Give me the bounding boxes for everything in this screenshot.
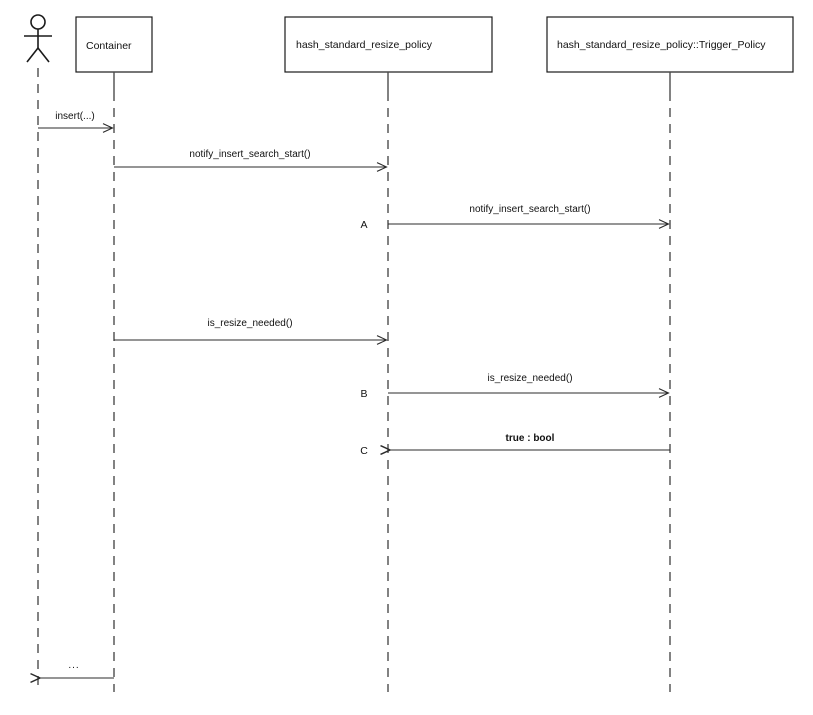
lifelines (37, 68, 671, 692)
participant-label-resize-policy: hash_standard_resize_policy (296, 39, 433, 51)
participant-box-container[interactable] (75, 16, 153, 73)
participant-trigger-policy[interactable]: hash_standard_resize_policy::Trigger_Pol… (546, 16, 794, 73)
actor-leg-right (37, 47, 50, 63)
message-is-resize-needed-1[interactable]: is_resize_needed() (114, 318, 388, 345)
message-insert[interactable]: insert(...) (38, 111, 114, 133)
participant-box-trigger-policy[interactable] (546, 16, 794, 73)
message-true-bool-return[interactable]: true : bool C (360, 433, 670, 457)
segment-label-b: B (360, 388, 367, 400)
actor-leg-left (26, 47, 39, 63)
participant-label-container: Container (86, 40, 132, 52)
segment-label-c: C (360, 445, 368, 457)
message-label-is-resize-needed-2: is_resize_needed() (487, 373, 572, 384)
message-label-notify-insert-search-start-1: notify_insert_search_start() (189, 149, 310, 160)
message-label-insert: insert(...) (55, 111, 94, 122)
message-label-ellipsis-return: ... (68, 660, 79, 671)
message-label-true-bool-return: true : bool (506, 433, 555, 444)
actor-figure (24, 14, 52, 63)
message-notify-insert-search-start-1[interactable]: notify_insert_search_start() (114, 149, 388, 172)
participant-container[interactable]: Container (75, 16, 153, 73)
participant-resize-policy[interactable]: hash_standard_resize_policy (284, 16, 493, 73)
message-is-resize-needed-2[interactable]: is_resize_needed() B (360, 373, 670, 400)
actor-head-icon (30, 14, 46, 30)
message-ellipsis-return[interactable]: ... (40, 660, 114, 678)
participant-label-trigger-policy: hash_standard_resize_policy::Trigger_Pol… (557, 39, 766, 51)
segment-label-a: A (360, 219, 367, 231)
message-label-notify-insert-search-start-2: notify_insert_search_start() (469, 204, 590, 215)
message-label-is-resize-needed-1: is_resize_needed() (207, 318, 292, 329)
message-notify-insert-search-start-2[interactable]: notify_insert_search_start() A (360, 204, 670, 231)
participant-box-resize-policy[interactable] (284, 16, 493, 73)
